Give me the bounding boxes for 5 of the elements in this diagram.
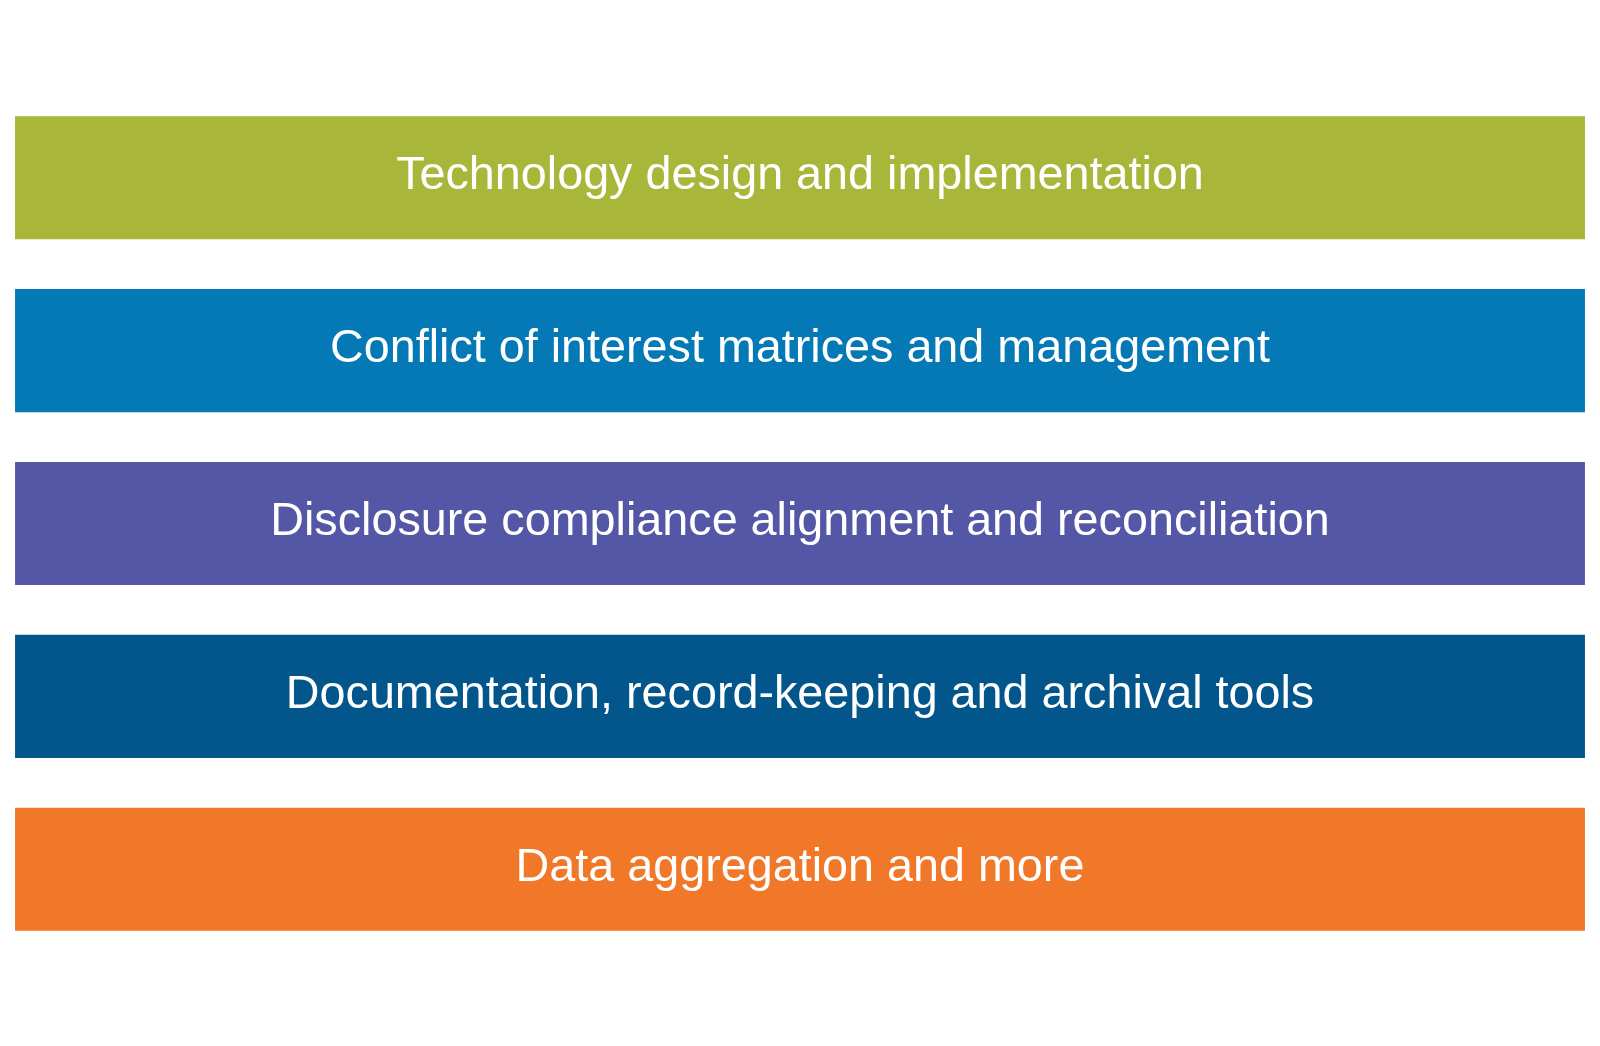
node-box: Conflict of interest matrices and management xyxy=(15,288,1585,412)
node-box: Disclosure compliance alignment and reconciliation xyxy=(15,461,1585,585)
node-box: Technology design and implementation xyxy=(15,115,1585,239)
node-box: Documentation, record-keeping and archival tools xyxy=(15,634,1585,758)
node-box: Data aggregation and more xyxy=(15,807,1585,931)
